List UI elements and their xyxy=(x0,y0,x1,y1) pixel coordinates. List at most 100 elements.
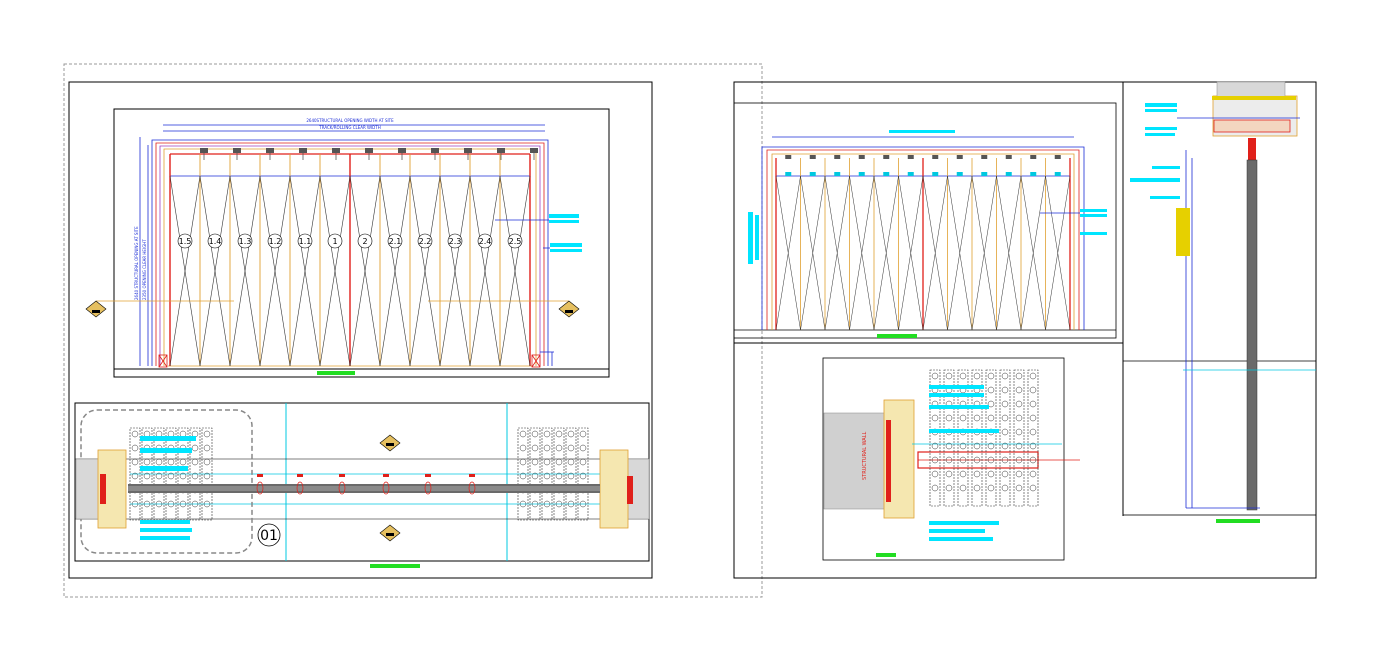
stacked-panel xyxy=(565,427,577,521)
stacked-panel-hinge xyxy=(155,472,163,480)
stacked-panel-hinge xyxy=(167,500,175,508)
stacked-panel xyxy=(1027,369,1039,507)
stacked-panel-hinge xyxy=(931,456,939,464)
mini-trolley xyxy=(1054,155,1061,159)
stacked-panel-hinge xyxy=(1001,442,1009,450)
jamb-detail: STRUCTURAL WALL xyxy=(822,357,1080,561)
stacked-panel xyxy=(517,427,529,521)
vertical-section-trolley xyxy=(1248,138,1256,160)
stacked-panel-hinge xyxy=(1001,400,1009,408)
mini-panel-tag xyxy=(1005,172,1012,176)
stacked-panel xyxy=(553,427,565,521)
detail-callout-outline xyxy=(80,409,253,554)
stacked-panel-hinge xyxy=(555,444,563,452)
stacked-panel-hinge xyxy=(519,430,527,438)
stacked-panel-hinge xyxy=(1001,484,1009,492)
panel-fold-line xyxy=(289,175,321,367)
stacked-panel-hinge xyxy=(1015,400,1023,408)
stacked-panel-hinge xyxy=(531,472,539,480)
stacked-panel-hinge xyxy=(191,444,199,452)
trolley xyxy=(365,148,373,153)
stacked-panel-hinge xyxy=(931,414,939,422)
stacked-panel-hinge xyxy=(959,484,967,492)
mini-fold-line xyxy=(849,175,875,331)
panel-number: 2.5 xyxy=(509,237,522,246)
stacked-panel-hinge xyxy=(567,500,575,508)
panel-number-bubble xyxy=(267,233,283,249)
stacked-panel-hinge xyxy=(519,444,527,452)
trolley xyxy=(233,148,241,153)
hinge-mark xyxy=(257,474,263,477)
stacked-panel-hinge xyxy=(973,456,981,464)
stacked-panel-hinge xyxy=(1001,372,1009,380)
stacked-panel-hinge xyxy=(555,500,563,508)
stacked-panel-hinge xyxy=(1001,428,1009,436)
mini-fold-line xyxy=(824,175,850,331)
panel-number-bubble xyxy=(357,233,373,249)
panel-fold-line xyxy=(319,175,351,367)
stacked-panel-hinge xyxy=(131,500,139,508)
hinge-mark xyxy=(469,474,475,477)
panel-fold-line xyxy=(259,175,291,367)
plan-title-bar xyxy=(370,564,420,568)
stacked-panel-hinge xyxy=(179,472,187,480)
vertical-section-gold-bar xyxy=(1212,96,1296,100)
mini-trolley xyxy=(932,155,939,159)
stacked-panel-hinge xyxy=(131,458,139,466)
trolley xyxy=(200,148,208,153)
stacked-panel-hinge xyxy=(973,470,981,478)
trolley xyxy=(332,148,340,153)
plan-left-jamb-red xyxy=(100,474,106,504)
mini-label-2 xyxy=(1080,214,1107,217)
left-sheet-frame xyxy=(68,81,653,579)
stacked-panel-hinge xyxy=(519,472,527,480)
detail-bubble-text: 01 xyxy=(260,528,278,544)
stacked-panel-hinge xyxy=(531,444,539,452)
stacked-panel-hinge xyxy=(203,444,211,452)
panel-number-bubble xyxy=(387,233,403,249)
mini-panel-tag xyxy=(1030,172,1037,176)
section-marker-right xyxy=(558,300,580,318)
stacked-panel-hinge xyxy=(959,372,967,380)
stacked-panel-hinge xyxy=(191,458,199,466)
mini-panel-tag xyxy=(956,172,963,176)
panel-number: 2 xyxy=(362,237,367,246)
stacked-panel-hinge xyxy=(131,472,139,480)
stacked-panel-hinge xyxy=(987,400,995,408)
stacked-panel-hinge xyxy=(1015,386,1023,394)
mini-fold-line xyxy=(996,175,1022,331)
stacked-panel-hinge xyxy=(167,458,175,466)
label-block-4 xyxy=(550,249,582,252)
plan-door-leaf-texture xyxy=(128,486,600,491)
mini-fold-line xyxy=(922,175,948,331)
stacked-panel-hinge xyxy=(167,472,175,480)
stacked-panel-hinge xyxy=(973,442,981,450)
panel-number: 1 xyxy=(332,237,337,246)
panel-fold-line xyxy=(169,175,201,367)
plan-right-jamb xyxy=(599,449,629,529)
top-dimension-subtext: TRACK/ROLLING CLEAR WIDTH xyxy=(318,125,380,130)
detail-bubble xyxy=(257,523,281,547)
vertical-section-frame xyxy=(1122,81,1317,516)
stacked-panel-hinge xyxy=(931,442,939,450)
plan-hinge-marks xyxy=(256,474,476,495)
stacked-panel-hinge xyxy=(519,458,527,466)
jamb-detail-panel-stack xyxy=(929,369,1039,507)
mini-panel-tag xyxy=(1054,172,1061,176)
stacked-panel xyxy=(1013,369,1025,507)
vertical-section-labels xyxy=(1130,103,1180,199)
plan-panel-stack-right xyxy=(517,427,589,521)
mini-trolley xyxy=(907,155,914,159)
hinge-knuckle xyxy=(468,481,476,495)
panel-number: 2.1 xyxy=(389,237,402,246)
stacked-panel-hinge xyxy=(143,458,151,466)
stacked-panel-hinge xyxy=(1029,484,1037,492)
trolley xyxy=(398,148,406,153)
opening-frame-orange xyxy=(163,148,537,366)
label-block-2 xyxy=(549,220,579,223)
mini-trolley xyxy=(1030,155,1037,159)
jamb-detail-title-bar xyxy=(876,553,896,557)
stacked-panel-hinge xyxy=(531,430,539,438)
elevation-panels xyxy=(169,154,531,367)
